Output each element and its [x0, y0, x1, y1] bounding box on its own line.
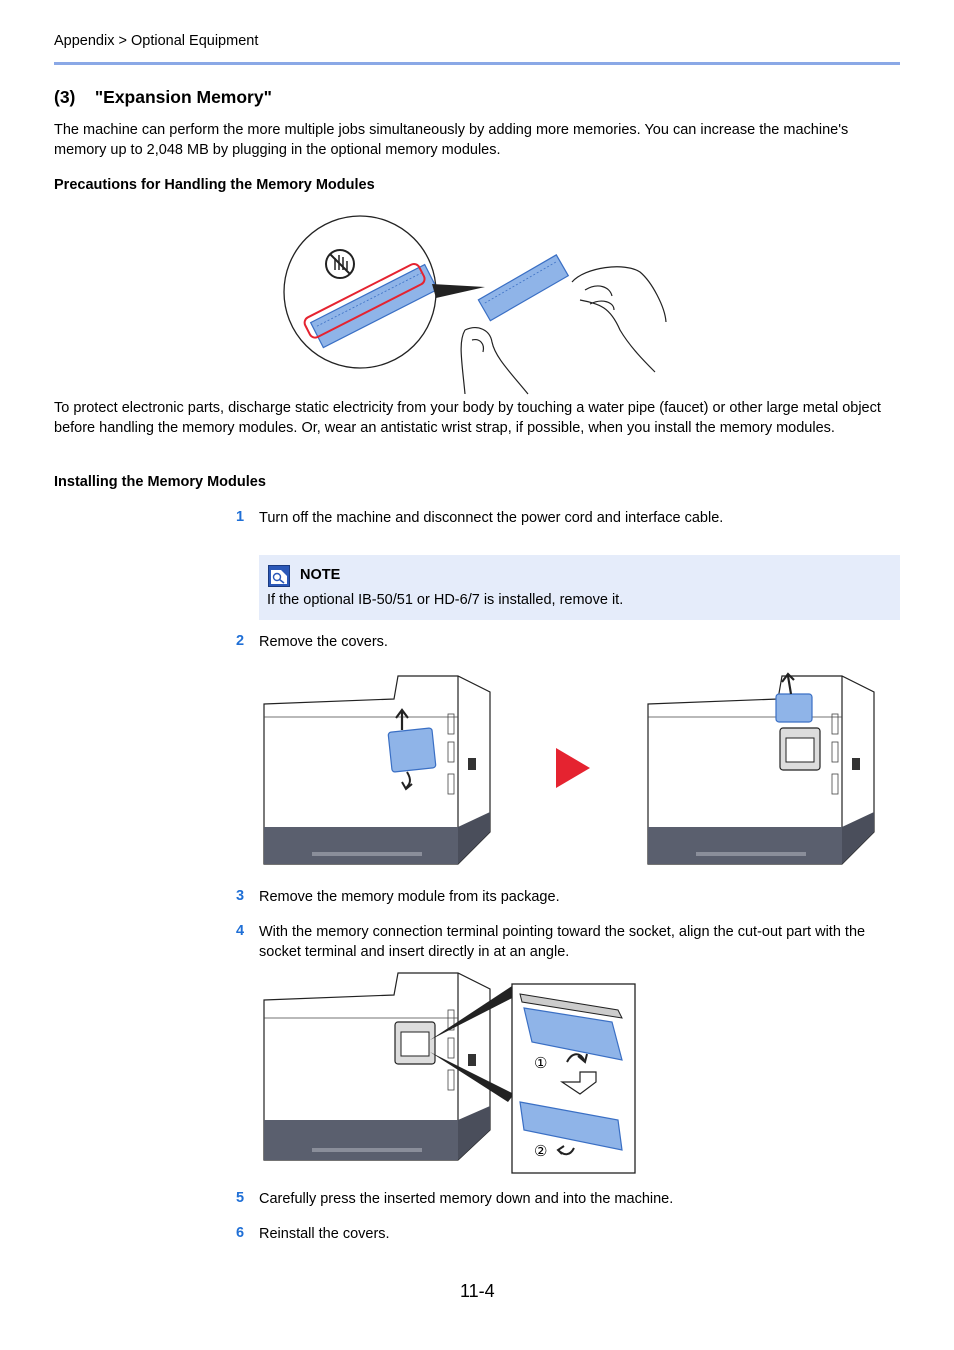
precautions-heading: Precautions for Handling the Memory Modu…	[54, 177, 375, 193]
intro-paragraph: The machine can perform the more multipl…	[54, 122, 849, 158]
step-text: Carefully press the inserted memory down…	[259, 1191, 674, 1207]
step-number: 4	[236, 923, 245, 939]
right-hand	[571, 266, 667, 373]
header-rule	[54, 62, 900, 65]
note-text: If the optional IB-50/51 or HD-6/7 is in…	[267, 592, 624, 608]
left-hand	[460, 327, 529, 395]
lift-arrow	[395, 708, 409, 730]
note-icon	[268, 565, 290, 587]
step-number: 1	[236, 509, 245, 525]
step-number: 3	[236, 888, 245, 904]
printer-cover-off-illustration	[647, 672, 875, 865]
section-number: (3)	[54, 87, 76, 107]
printer-cover-on-illustration	[263, 675, 491, 865]
section-heading: "Expansion Memory"	[94, 87, 272, 107]
insert-memory-illustration: ① ②	[263, 972, 636, 1174]
step-text: Turn off the machine and disconnect the …	[259, 510, 724, 526]
memory-module-zoom	[303, 262, 439, 349]
step-text: Reinstall the covers.	[259, 1226, 390, 1242]
step-text: Remove the memory module from its packag…	[259, 889, 560, 905]
next-arrow-icon	[556, 748, 590, 788]
breadcrumb: Appendix > Optional Equipment	[54, 33, 259, 49]
zoom-pointer	[432, 284, 485, 298]
note-box	[259, 555, 900, 620]
detail-step-1: ①	[519, 993, 623, 1072]
installing-heading: Installing the Memory Modules	[54, 474, 266, 490]
edge-warning-outline	[303, 262, 426, 339]
down-arrow	[560, 1071, 597, 1095]
step-number: 5	[236, 1190, 245, 1206]
step-number: 6	[236, 1225, 245, 1241]
section-title: (3) "Expansion Memory"	[54, 87, 272, 108]
precautions-paragraph: To protect electronic parts, discharge s…	[54, 400, 881, 436]
detail-step-2: ②	[519, 1101, 623, 1160]
page-number: 11-4	[460, 1281, 495, 1301]
note-label: NOTE	[300, 567, 341, 583]
memory-cover	[387, 727, 437, 773]
step-number: 2	[236, 633, 245, 649]
memory-module-held	[477, 254, 570, 322]
no-touch-icon	[325, 249, 355, 279]
step-text: With the memory connection terminal poin…	[259, 924, 866, 960]
step-text: Remove the covers.	[259, 634, 388, 650]
callout-2: ②	[534, 1143, 547, 1160]
callout-1: ①	[534, 1055, 547, 1072]
zoom-pointer	[430, 986, 520, 1040]
handling-illustration	[283, 215, 667, 395]
removed-cover	[775, 693, 813, 723]
